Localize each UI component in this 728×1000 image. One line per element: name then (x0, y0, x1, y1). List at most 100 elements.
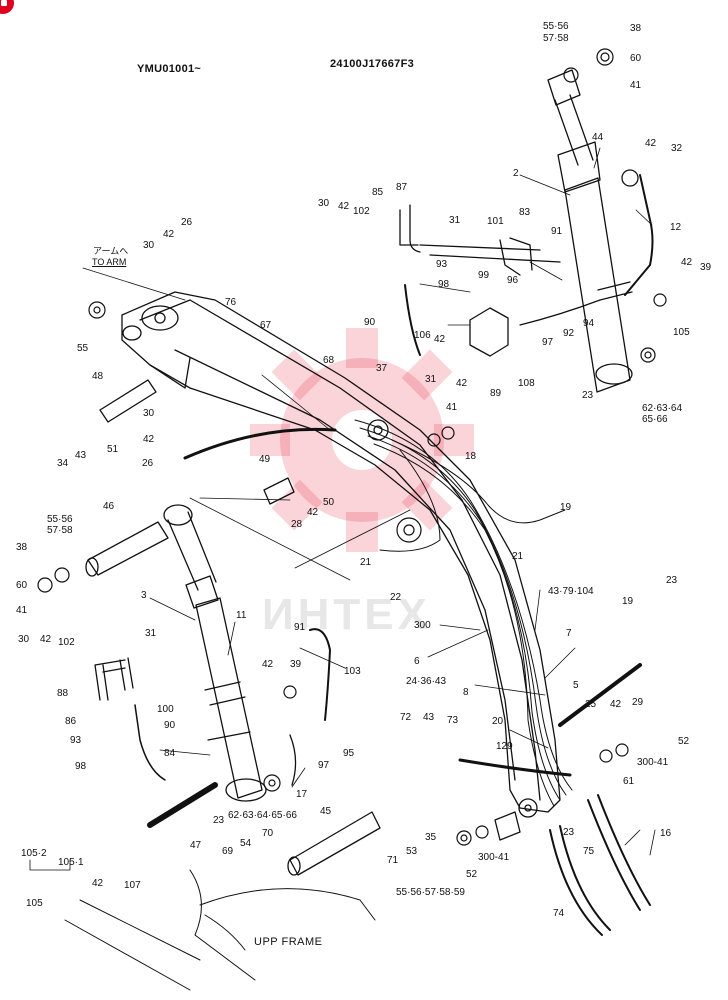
callout-label: 19 (560, 502, 572, 513)
callout-label: 21 (360, 557, 372, 568)
callout-label: 100 (157, 704, 174, 715)
to-arm-label: TO ARM (92, 257, 127, 267)
callout-label: 67 (260, 320, 272, 331)
callout-label: 102 (58, 637, 75, 648)
callout-label: 29 (632, 697, 644, 708)
callout-label: 48 (92, 371, 104, 382)
callout-label: 2 (513, 168, 519, 179)
callout-label: 42 (40, 634, 52, 645)
callout-label: 38 (16, 542, 28, 553)
callout-label: 300-41 (478, 852, 510, 863)
callout-label: 7 (566, 628, 572, 639)
callout-label: 57·58 (47, 525, 73, 536)
callout-label: 72 (400, 712, 412, 723)
callout-label: 30 (318, 198, 330, 209)
callout-label: 65·66 (642, 414, 668, 425)
callout-label: 68 (323, 355, 335, 366)
callout-label: 102 (353, 206, 370, 217)
callout-label: 105·1 (58, 857, 84, 868)
callout-label: 21 (512, 551, 524, 562)
callout-label: 90 (364, 317, 376, 328)
callout-label: 92 (563, 328, 575, 339)
callout-label: 99 (478, 270, 490, 281)
callout-label: 85 (372, 187, 384, 198)
left-cylinder (163, 504, 267, 802)
callout-label: 52 (466, 869, 478, 880)
callout-label: 75 (583, 846, 595, 857)
control-valve-group (399, 204, 601, 357)
callout-label: 106 (414, 330, 431, 341)
left-tube-group (94, 628, 331, 786)
callout-label: 31 (449, 215, 461, 226)
callout-label: 52 (678, 736, 690, 747)
callout-label: 300-41 (637, 757, 669, 768)
watermark-text: ИНТЕХ (262, 590, 431, 639)
callout-label: 42 (456, 378, 468, 389)
callout-label: 86 (65, 716, 77, 727)
callout-label: 30 (143, 408, 155, 419)
callout-label: 12 (670, 222, 682, 233)
watermark-gear-icon (250, 328, 474, 552)
callout-label: 73 (447, 715, 459, 726)
callout-label: 44 (592, 132, 604, 143)
hose-bar-top (183, 427, 337, 460)
callout-label: 41 (446, 402, 458, 413)
callout-label: 5 (573, 680, 579, 691)
callout-label: 129 (496, 741, 513, 752)
callout-label: 8 (463, 687, 469, 698)
callout-label: 42 (163, 229, 175, 240)
callout-label: 97 (318, 760, 330, 771)
callout-label: 94 (583, 318, 595, 329)
upper-frame (64, 869, 376, 991)
callout-label: 3 (141, 590, 147, 601)
callout-label: 42 (434, 334, 446, 345)
callout-label: 35 (425, 832, 437, 843)
callout-label: 41 (16, 605, 28, 616)
to-arm-jp: アームへ (93, 246, 129, 256)
callout-label: 39 (290, 659, 302, 670)
callout-label: 23 (563, 827, 575, 838)
callout-label: 90 (164, 720, 176, 731)
drawing-code: 24100J17667F3 (330, 58, 415, 70)
callout-label: 51 (107, 444, 119, 455)
callout-label: 97 (542, 337, 554, 348)
callout-label: 41 (630, 80, 642, 91)
callout-label: 84 (164, 748, 176, 759)
callout-label: 89 (490, 388, 502, 399)
callout-label: 42 (143, 434, 155, 445)
callout-label: 46 (103, 501, 115, 512)
callout-label: 105·2 (21, 848, 47, 859)
callout-label: 98 (438, 279, 450, 290)
callout-label: 105 (673, 327, 690, 338)
callout-label: 93 (70, 735, 82, 746)
callout-label: 69 (222, 846, 234, 857)
callout-label: 70 (262, 828, 274, 839)
callout-label: 39 (700, 262, 712, 273)
callout-label: 24·36·43 (406, 676, 447, 687)
callout-label: 31 (145, 628, 157, 639)
callout-label: 107 (124, 880, 141, 891)
callout-label: 28 (291, 519, 303, 530)
callout-label: 53 (406, 846, 418, 857)
callout-label: 71 (387, 855, 399, 866)
callout-label: 11 (236, 610, 247, 621)
bottom-hoses (549, 794, 651, 936)
callout-label: 62·63·64·65·66 (228, 810, 297, 821)
callout-label: 55 (77, 343, 89, 354)
hose-bar-right (558, 663, 642, 727)
callout-label: 26 (181, 217, 193, 228)
callout-label: 74 (553, 908, 565, 919)
callout-label: 87 (396, 182, 408, 193)
callout-label: 42 (307, 507, 319, 518)
callout-label: 17 (296, 789, 308, 800)
callout-label: 42 (645, 138, 657, 149)
callout-label: 45 (320, 806, 332, 817)
callout-label: 61 (623, 776, 635, 787)
callout-label: 55·56·57·58·59 (396, 887, 465, 898)
callout-label: 26 (142, 458, 154, 469)
callout-label: 96 (507, 275, 519, 286)
hose-bar-left (147, 782, 218, 828)
callout-label: 54 (240, 838, 252, 849)
